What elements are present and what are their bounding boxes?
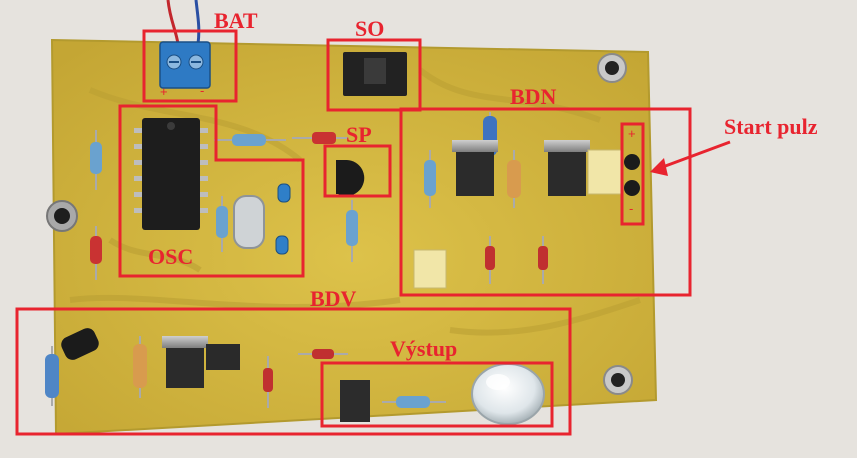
start-pulz-plus-sign: + <box>628 126 636 141</box>
box-vystup <box>320 361 554 428</box>
blue-capacitors <box>275 183 291 255</box>
battery-wire-blue <box>194 0 201 45</box>
screw-terminal <box>159 41 211 89</box>
box-sp <box>323 144 392 198</box>
label-bat: BAT <box>214 8 258 33</box>
box-bdn <box>399 107 692 297</box>
output-led <box>471 363 545 425</box>
start-pulse-pins <box>624 154 640 196</box>
label-vystup: Výstup <box>390 336 458 361</box>
box-bat <box>142 29 238 103</box>
start-pulz-minus-sign: - <box>629 201 634 216</box>
battery-wire-red <box>166 0 180 45</box>
annotation-boxes <box>15 29 692 436</box>
bdv-components <box>206 344 370 422</box>
resistors <box>45 130 548 408</box>
label-start-pulz: Start pulz <box>724 114 818 139</box>
label-bdv: BDV <box>310 286 357 311</box>
film-capacitors <box>413 149 623 289</box>
ic-chip <box>134 118 208 230</box>
label-bdn: BDN <box>510 84 557 109</box>
power-transistors <box>162 140 590 388</box>
box-so <box>326 38 422 112</box>
start-pulz-arrow <box>650 140 731 176</box>
terminal-minus-sign: - <box>200 83 205 98</box>
crystal <box>233 195 265 249</box>
label-so: SO <box>355 16 385 41</box>
label-sp: SP <box>346 122 372 147</box>
label-osc: OSC <box>148 244 194 269</box>
box-start-pulz <box>620 122 645 226</box>
terminal-plus-sign: + <box>160 84 168 99</box>
box-bdv <box>15 307 572 436</box>
transistors <box>61 160 365 360</box>
optical-sensor <box>343 52 407 96</box>
box-osc <box>118 104 305 278</box>
mounting-screws <box>46 53 633 395</box>
